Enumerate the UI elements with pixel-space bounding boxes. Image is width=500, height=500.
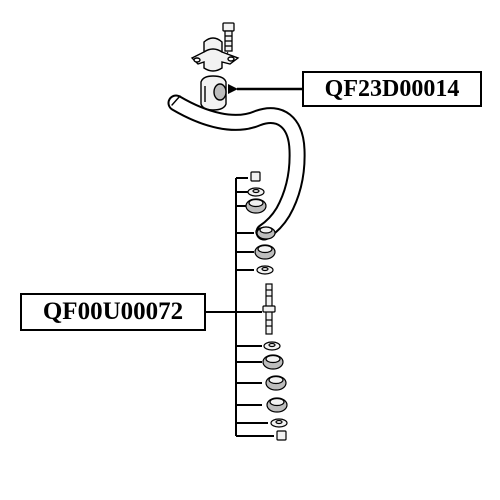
mounting-bolt [222,22,235,52]
link-washer-top [247,187,265,197]
link-bushing-low-b [265,375,287,391]
link-nut-top [250,171,261,182]
bushing-part-number-label: QF23D00014 [302,71,482,107]
link-washer-bottom [270,418,288,428]
link-washer-low-a [263,341,281,351]
stabilizer-bushing [200,75,227,111]
link-bushing-upper-a [245,198,267,214]
link-kit-bracket [206,177,274,437]
link-nut-bottom [276,430,287,441]
bushing-bracket [190,37,240,72]
link-washer-mid [256,265,274,275]
link-bushing-upper-b [256,226,276,240]
link-bushing-low-c [266,397,288,413]
link-bushing-mid [254,244,276,260]
stabilizer-bar [167,94,306,241]
link-bolt [262,283,276,335]
link-bushing-low-a [262,354,284,370]
link-kit-part-number-label: QF00U00072 [20,293,206,331]
